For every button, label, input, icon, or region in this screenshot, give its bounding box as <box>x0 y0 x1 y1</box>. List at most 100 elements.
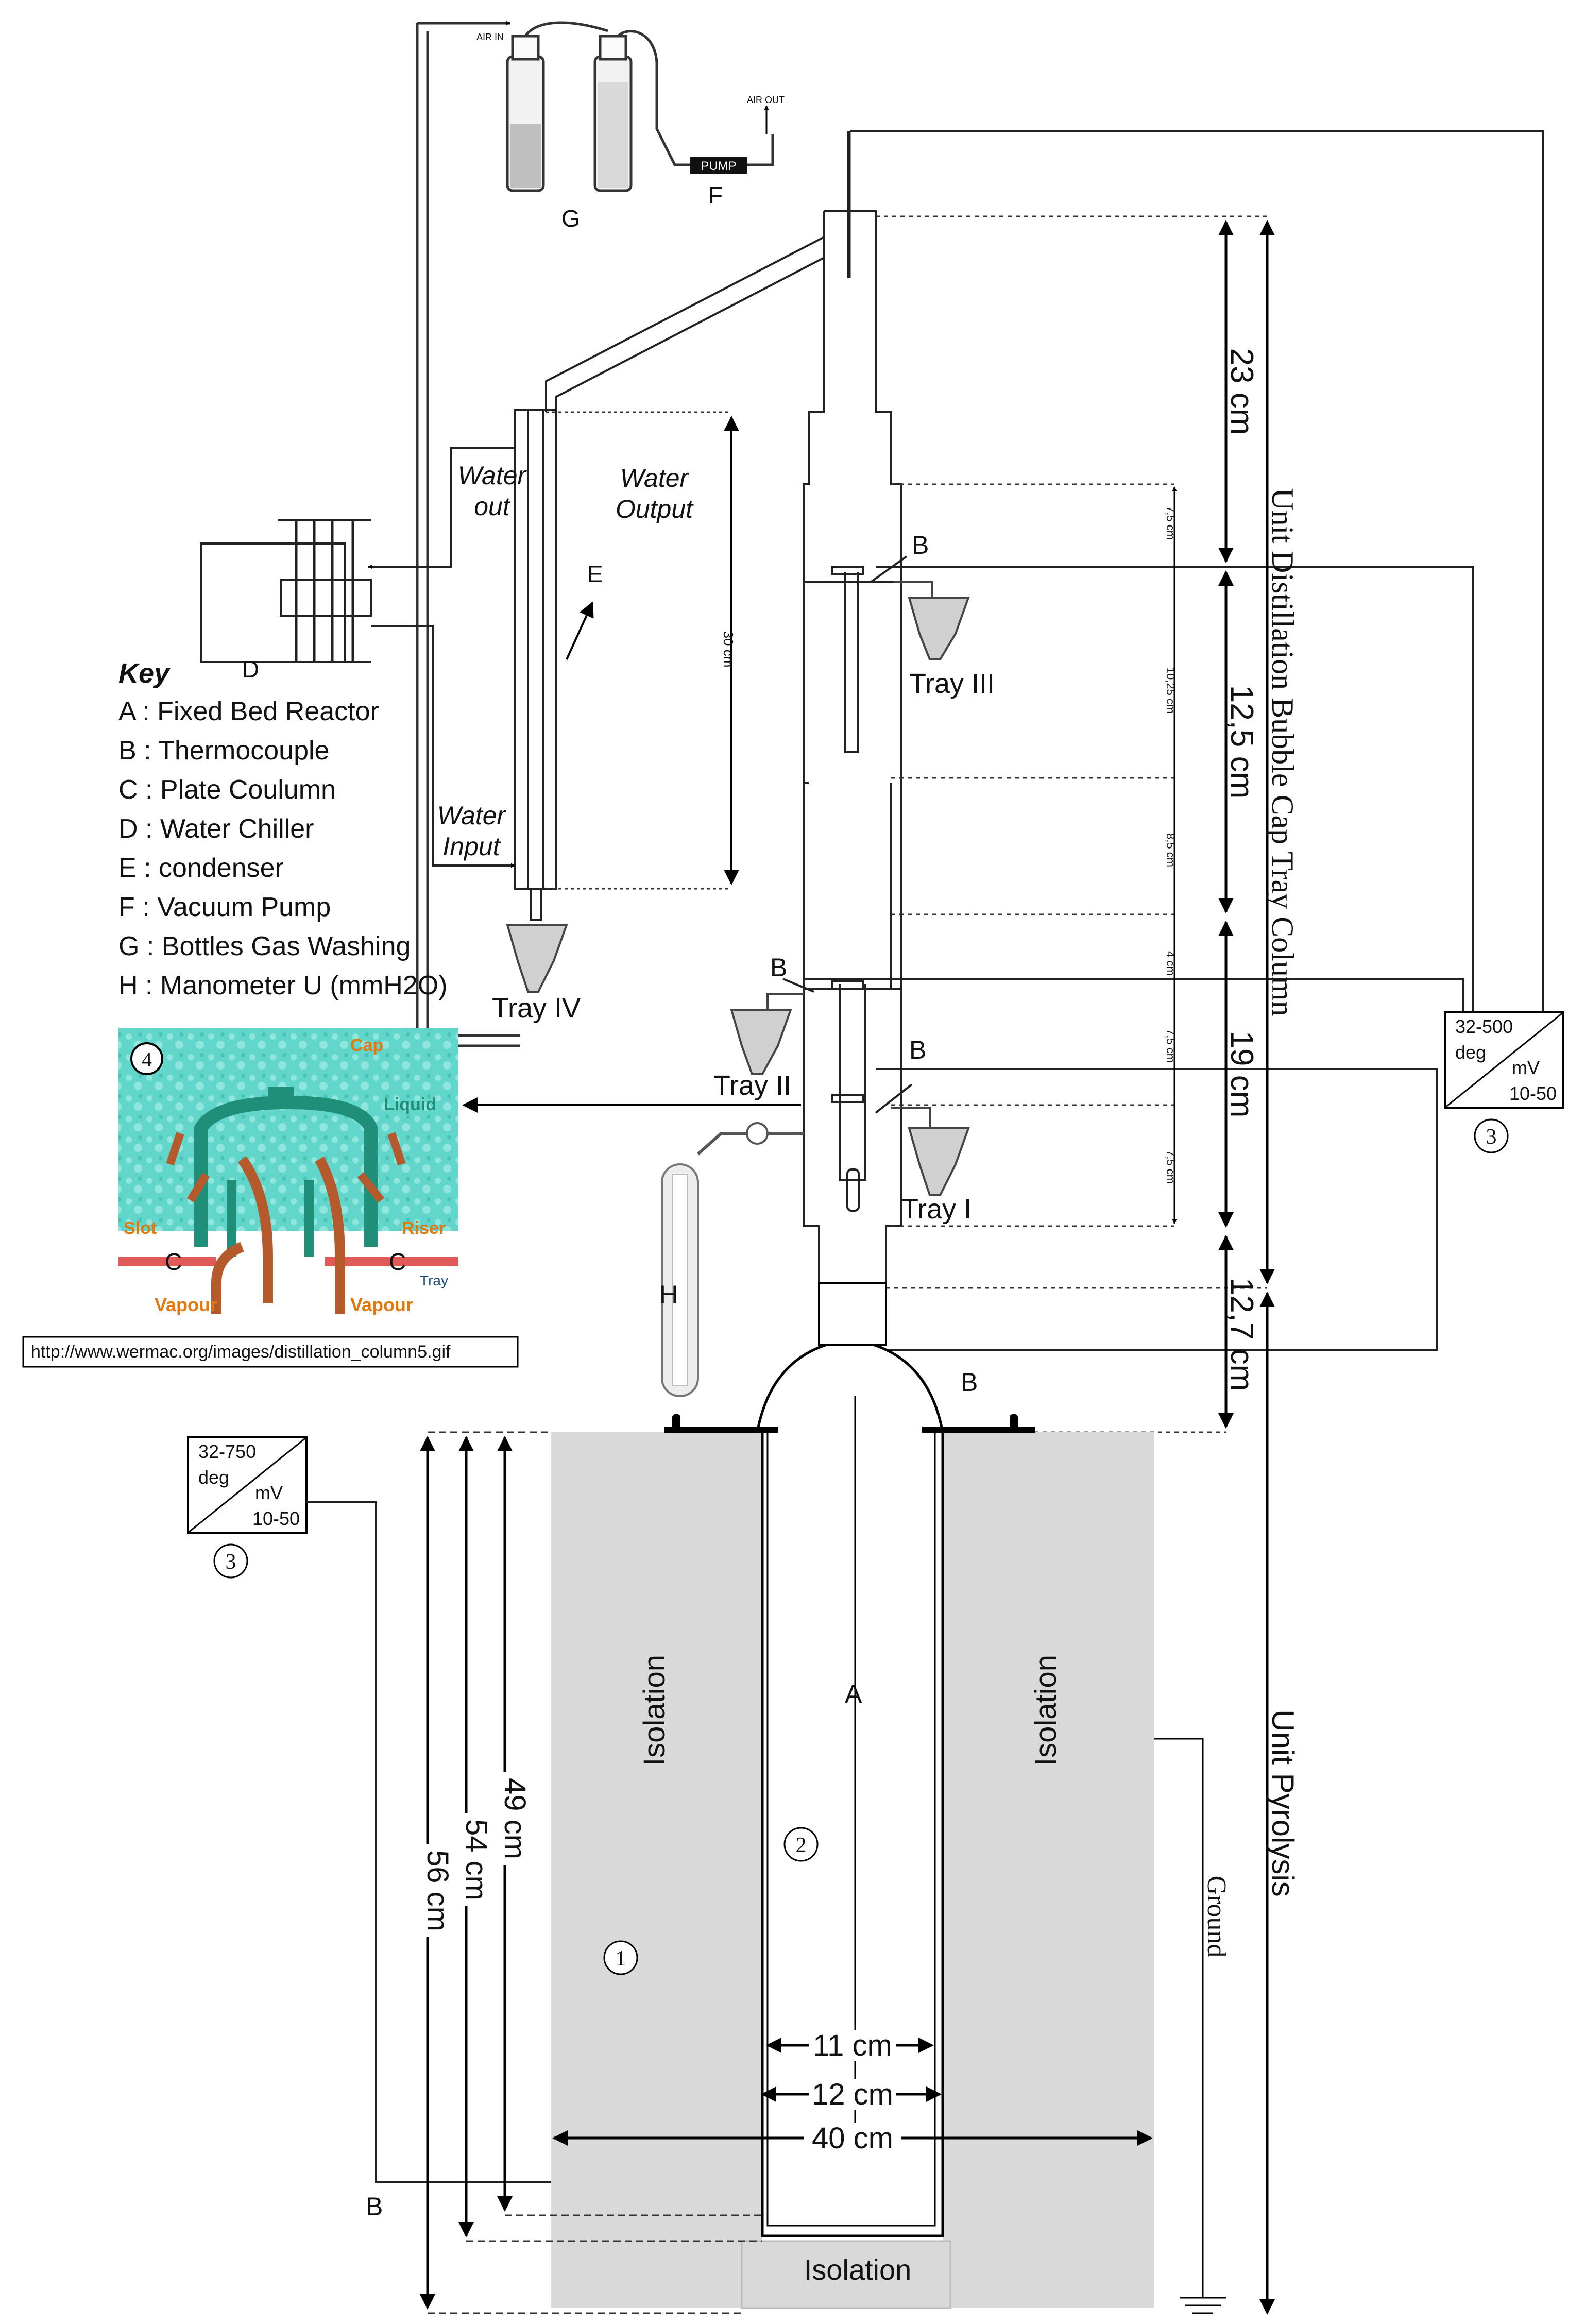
water-input-label-1: Water <box>437 801 507 830</box>
air-in-label: AIR IN <box>476 32 504 42</box>
water-out-label-1: Water <box>458 461 527 490</box>
tray-1-label: Tray I <box>901 1194 972 1225</box>
isolation-left-block <box>551 1432 762 2308</box>
dim-12-5cm: 12,5 cm <box>1224 685 1259 799</box>
converter-left: 32-750 deg mV 10-50 3 <box>187 1436 618 2183</box>
isolation-bottom-label: Isolation <box>804 2253 912 2286</box>
air-out-label: AIR OUT <box>747 95 785 105</box>
dim-10-25: 10,25 cm <box>1164 667 1177 714</box>
dim-8-5: 8,5 cm <box>1164 833 1177 867</box>
column-section-dimensions <box>1218 220 1275 2315</box>
dim-12cm: 12 cm <box>812 2078 893 2111</box>
converter-right-range: 32-500 <box>1455 1016 1513 1037</box>
label-a: A <box>845 1680 862 1708</box>
converter-left-mv-range: 10-50 <box>252 1508 300 1529</box>
converter-right-mv-range: 10-50 <box>1509 1083 1557 1104</box>
key-list: A : Fixed Bed Reactor B : Thermocouple C… <box>118 697 448 1000</box>
inset-url: http://www.wermac.org/images/distillatio… <box>31 1342 451 1362</box>
tray-3-label: Tray III <box>909 668 995 699</box>
key-item: A : Fixed Bed Reactor <box>118 697 379 726</box>
dim-40cm: 40 cm <box>812 2122 893 2155</box>
dim-23cm: 23 cm <box>1224 348 1259 435</box>
condenser-length: 30 cm <box>721 631 736 668</box>
converter-left-number: 3 <box>226 1550 236 1574</box>
isolation-right-label: Isolation <box>1029 1655 1063 1766</box>
key-item: C : Plate Coulumn <box>118 775 336 805</box>
thermocouple-lines <box>782 130 1544 1396</box>
inset-url-box <box>22 1336 519 1368</box>
tray-3-funnel <box>908 597 970 660</box>
inset-liquid-label: Liquid <box>384 1095 436 1114</box>
key-item: G : Bottles Gas Washing <box>118 931 411 961</box>
isolation-bottom-block <box>741 2240 951 2309</box>
gas-washing-bottles <box>416 21 774 1047</box>
inset-vapour-right: Vapour <box>350 1294 413 1315</box>
label-e: E <box>587 561 603 587</box>
column-dimension-guides <box>876 215 1267 1433</box>
inset-slot-label: Slot <box>124 1218 157 1238</box>
inset-c-right: C <box>389 1248 406 1275</box>
tray-1-funnel <box>908 1127 970 1196</box>
label-f: F <box>708 182 723 209</box>
key-item: B : Thermocouple <box>118 736 329 766</box>
key-item: F : Vacuum Pump <box>118 892 331 922</box>
isolation-left-label: Isolation <box>638 1655 671 1766</box>
inset-c-left: C <box>165 1248 182 1275</box>
water-out-label-2: out <box>474 492 511 521</box>
thermocouple-b-tray3: B <box>912 531 929 559</box>
inset-tray-label: Tray <box>420 1273 448 1288</box>
dim-54cm: 54 cm <box>459 1819 493 1901</box>
key-item: D : Water Chiller <box>118 814 314 844</box>
pyrolysis-reactor <box>551 1282 1226 2314</box>
converter-right-deg: deg <box>1455 1042 1486 1063</box>
tray-2-funnel <box>730 1009 792 1075</box>
inset-number: 4 <box>142 1048 152 1071</box>
converter-left-range: 32-750 <box>198 1441 256 1462</box>
dim-56cm: 56 cm <box>421 1850 454 1931</box>
dim-11cm: 11 cm <box>813 2029 892 2062</box>
thermocouple-b-tray2: B <box>770 953 787 982</box>
dim-7-5-a: 7,5 cm <box>1164 506 1177 540</box>
unit-distillation-label: Unit Distillation Bubble Cap Tray Column <box>1266 488 1300 1016</box>
key-title: Key <box>118 658 171 689</box>
tray-funnels <box>506 581 970 1196</box>
water-input-label-2: Input <box>442 832 501 861</box>
pump-label: PUMP <box>701 159 736 173</box>
converter-right: 32-500 deg mV 10-50 3 <box>1444 1011 1564 1153</box>
vacuum-pump: PUMP <box>690 134 774 174</box>
dim-12-7cm: 12,7 cm <box>1224 1278 1259 1392</box>
inset-cap-label: Cap <box>350 1036 383 1055</box>
manometer <box>661 1122 804 1397</box>
inset-riser-label: Riser <box>402 1218 446 1238</box>
dim-19cm: 19 cm <box>1224 1031 1259 1118</box>
distillation-column <box>545 131 902 1283</box>
converter-left-mv: mV <box>255 1482 283 1503</box>
tray-4-label: Tray IV <box>492 993 581 1024</box>
label-g: G <box>561 205 580 232</box>
unit-pyrolysis-label: Unit Pyrolysis <box>1266 1709 1300 1896</box>
inset-vapour-left: Vapour <box>155 1294 217 1315</box>
dim-7-5-c: 7,5 cm <box>1164 1150 1177 1184</box>
thermocouple-b-bottom: B <box>366 2192 383 2221</box>
reactor-number-1: 1 <box>616 1947 626 1971</box>
dim-49cm: 49 cm <box>498 1778 532 1859</box>
tray-2-label: Tray II <box>713 1070 791 1101</box>
water-output-label-2: Output <box>616 495 694 523</box>
condenser <box>514 409 594 921</box>
isolation-right-block <box>943 1432 1154 2308</box>
thermocouple-b-tray1: B <box>909 1036 926 1064</box>
converter-right-number: 3 <box>1486 1125 1497 1149</box>
label-h: H <box>659 1280 678 1309</box>
water-chiller <box>200 447 516 868</box>
ground-label: Ground <box>1202 1876 1231 1958</box>
reactor-number-2: 2 <box>796 1834 807 1857</box>
tray-4-funnel <box>506 924 568 993</box>
key-item: H : Manometer U (mmH2O) <box>118 971 448 1000</box>
water-output-label-1: Water <box>620 464 690 493</box>
thermocouple-b-reactor: B <box>961 1368 978 1397</box>
reactor-height-guides <box>428 1431 762 2314</box>
converter-right-mv: mV <box>1512 1057 1540 1078</box>
bubble-cap-inset: 4 Cap Liquid Slot Riser C C Tray Vapour … <box>118 1028 458 1316</box>
dim-4: 4 cm <box>1164 951 1177 976</box>
